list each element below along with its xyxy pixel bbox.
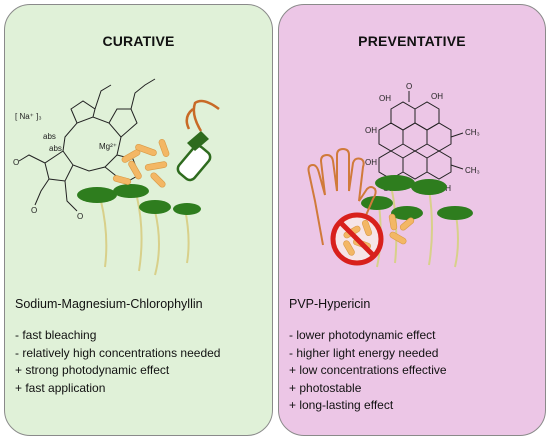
property-item: + low concentrations effective xyxy=(289,363,447,378)
preventative-panel: PREVENTATIVE OH O OH OH CH₃ CH₃ OH OH O … xyxy=(278,4,546,436)
leaf xyxy=(173,203,201,215)
property-item: - fast bleaching xyxy=(15,328,97,342)
property-item: - lower photodynamic effect xyxy=(289,328,436,342)
property-item: - higher light energy needed xyxy=(289,345,439,360)
hand-icon xyxy=(307,147,377,246)
hypericin-structure xyxy=(378,91,464,180)
preventative-compound-name: PVP-Hypericin xyxy=(289,297,371,311)
oxygen-label: O xyxy=(406,82,412,91)
leaf xyxy=(391,206,423,220)
leaf xyxy=(361,196,393,210)
oh-label: OH xyxy=(365,126,377,135)
property-item: + fast application xyxy=(15,380,106,395)
abs-label-2: abs xyxy=(49,144,62,153)
property-item: - relatively high concentrations needed xyxy=(15,345,221,360)
methyl-label: CH₃ xyxy=(465,128,480,137)
abs-label-1: abs xyxy=(43,132,56,141)
leaf xyxy=(437,206,473,220)
leaves xyxy=(361,175,473,220)
curative-heading: CURATIVE xyxy=(102,33,175,49)
property-item: + photostable xyxy=(289,380,362,395)
oh-label: OH xyxy=(379,94,391,103)
plant-stems xyxy=(376,184,459,268)
leaf xyxy=(375,175,415,191)
magnesium-label: Mg²⁺ xyxy=(99,142,117,151)
oh-label: OH xyxy=(365,158,377,167)
property-item: + long-lasting effect xyxy=(289,398,394,413)
oxygen-label-2: O xyxy=(31,206,37,215)
methyl-label: CH₃ xyxy=(465,166,480,175)
leaves xyxy=(77,184,201,215)
counter-ion-label: [ Na⁺ ]₃ xyxy=(15,112,42,121)
preventative-illustration: OH O OH OH CH₃ CH₃ OH OH O OH xyxy=(307,82,480,268)
leaf xyxy=(77,187,117,203)
curative-panel: CURATIVE [ Na⁺ ]₃ Mg²⁺ abs abs O O O xyxy=(4,4,273,436)
bacteria xyxy=(388,213,415,245)
preventative-heading: PREVENTATIVE xyxy=(358,33,466,49)
property-item: + strong photodynamic effect xyxy=(15,363,170,378)
preventative-properties: - lower photodynamic effect - higher lig… xyxy=(289,327,447,415)
curative-compound-name: Sodium-Magnesium-Chlorophyllin xyxy=(15,297,203,311)
bacteria xyxy=(112,139,170,188)
leaf xyxy=(139,200,171,214)
curative-illustration: [ Na⁺ ]₃ Mg²⁺ abs abs O O O xyxy=(13,78,220,276)
spray-bottle-icon xyxy=(176,99,220,182)
leaf xyxy=(113,184,149,198)
leaf xyxy=(411,179,447,195)
curative-properties: - fast bleaching - relatively high conce… xyxy=(15,327,220,397)
oxygen-label-1: O xyxy=(13,158,19,167)
prohibition-icon xyxy=(330,212,384,266)
oh-label: OH xyxy=(431,92,443,101)
oxygen-label-3: O xyxy=(77,212,83,221)
